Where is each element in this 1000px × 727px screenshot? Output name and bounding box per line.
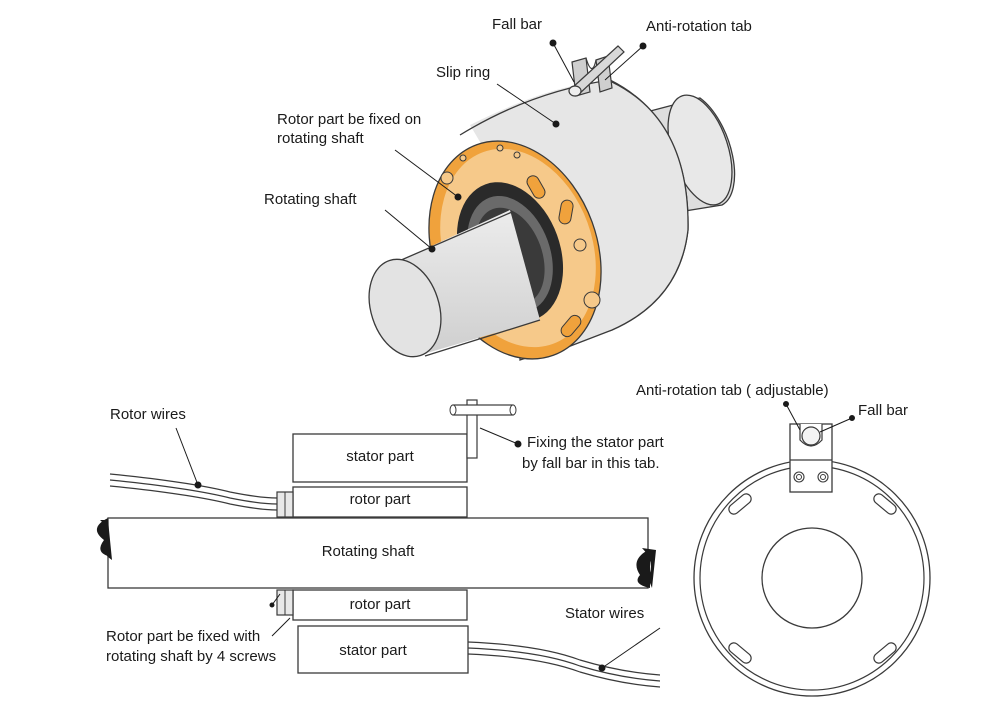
front-slots [728,493,897,664]
top-leaders [384,39,647,253]
label-fall-bar-right: Fall bar [858,402,909,419]
label-rotor-fixed-line1: Rotor part be fixed on [277,111,422,128]
fall-bar-3d [568,45,625,97]
front-bore [761,527,863,629]
label-screws-line2: rotating shaft by 4 screws [106,648,277,665]
cross-section-view [96,399,661,688]
rotor-part-top-box [292,486,468,518]
rotor-wires [109,473,278,511]
label-fixing-line1: Fixing the stator part [527,434,664,451]
front-anti-rotation-tab [789,423,833,493]
rotating-shaft-section [96,517,656,589]
fixing-tab [449,399,517,459]
stator-wires [467,641,661,688]
label-stator-part-bottom: stator part [339,642,407,659]
label-stator-part-top: stator part [346,448,414,465]
front-leaders [783,401,855,433]
label-screws-line1: Rotor part be fixed with [106,628,261,645]
label-fixing-line2: by fall bar in this tab. [522,455,660,472]
label-fall-bar-top: Fall bar [492,16,543,33]
front-view [693,401,931,697]
label-rotating-shaft-top: Rotating shaft [264,191,357,208]
stator-part-bottom-box [297,625,469,674]
stator-part-top-box [292,433,468,483]
label-anti-rotation-adjustable: Anti-rotation tab ( adjustable) [636,382,829,399]
rotating-shaft-3d [368,210,541,358]
label-rotor-part-bottom: rotor part [349,596,411,613]
label-rotor-wires: Rotor wires [110,406,186,423]
label-rotor-fixed-line2: rotating shaft [277,130,364,147]
label-rotating-shaft-mid: Rotating shaft [321,543,415,560]
slip-ring-3d-view [368,45,736,361]
section-leaders [175,427,661,672]
label-stator-wires: Stator wires [565,605,645,622]
label-anti-rotation-tab-top: Anti-rotation tab [646,18,752,35]
label-rotor-part-top: rotor part [349,491,411,508]
label-slip-ring: Slip ring [436,64,491,81]
